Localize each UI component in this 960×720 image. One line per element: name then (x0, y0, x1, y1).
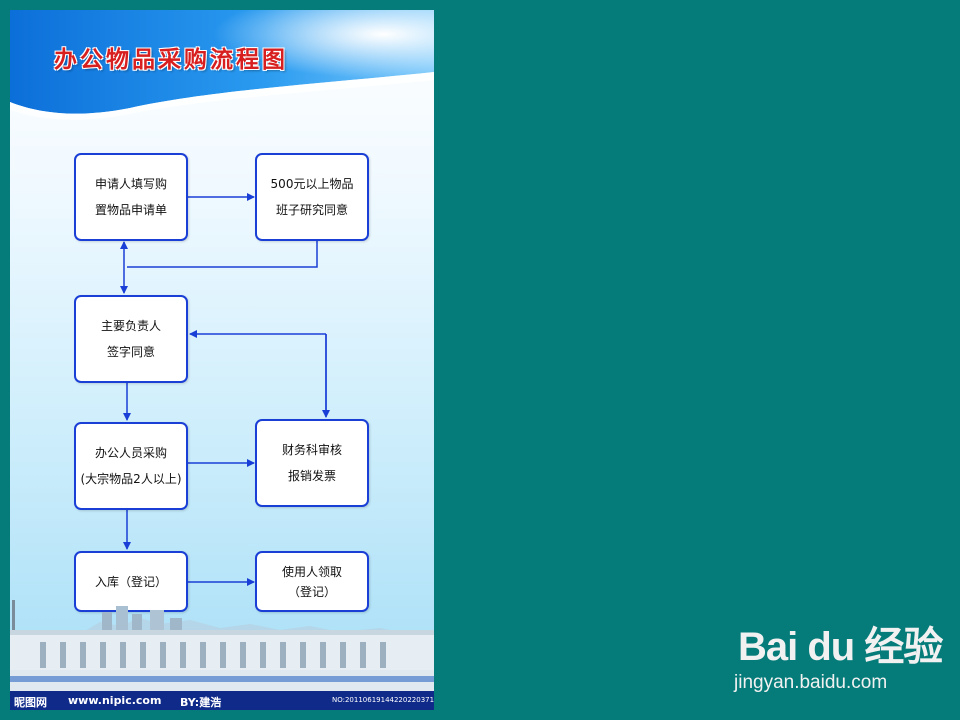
step-apply-form: 申请人填写购 置物品申请单 (74, 153, 188, 241)
step-purchase-line2: (大宗物品2人以上) (80, 472, 182, 486)
step-receive-line2: （登记） (287, 584, 336, 599)
diagram-title: 办公物品采购流程图 (54, 46, 288, 73)
flow-arrows (120, 193, 330, 586)
step-apply-line2: 置物品申请单 (94, 203, 167, 217)
step-leader-sign: 主要负责人 签字同意 (74, 295, 188, 383)
step-finance-review: 财务科审核 报销发票 (255, 419, 369, 507)
step-finance-line2: 报销发票 (287, 469, 336, 483)
image-number: NO:20110619144220220371 (332, 696, 434, 704)
step-receive-line1: 使用人领取 (281, 564, 342, 579)
step-team-line1: 500元以上物品 (270, 177, 354, 191)
step-staff-purchase: 办公人员采购 (大宗物品2人以上) (74, 422, 188, 510)
author-credit: BY:建浩 (180, 696, 222, 709)
step-storage-line1: 入库（登记） (94, 574, 167, 589)
flowchart-poster: 办公物品采购流程图 申请人填写购 置物品申请单 500元以上物品 班子研究同意 (10, 10, 434, 710)
arrow-team-return (127, 241, 318, 268)
site-logo: 昵图网 (14, 696, 47, 709)
city-skyline-image (10, 600, 434, 691)
step-user-receive: 使用人领取 （登记） (255, 551, 369, 612)
site-url: www.nipic.com (68, 694, 162, 707)
watermark-url: jingyan.baidu.com (734, 672, 888, 693)
step-apply-line1: 申请人填写购 (94, 177, 167, 191)
step-finance-line1: 财务科审核 (281, 443, 342, 457)
step-purchase-line1: 办公人员采购 (94, 446, 167, 460)
step-leader-line1: 主要负责人 (100, 319, 161, 333)
baidu-logo: Bai du 经验 (738, 625, 943, 669)
step-team-approval: 500元以上物品 班子研究同意 (255, 153, 369, 241)
poster-footer: 昵图网 www.nipic.com BY:建浩 NO:2011061914422… (10, 691, 434, 710)
baidu-watermark: Bai du 经验 jingyan.baidu.com (734, 614, 943, 693)
step-storage: 入库（登记） (74, 551, 188, 612)
step-leader-line2: 签字同意 (106, 345, 155, 359)
sky-banner (10, 10, 434, 120)
step-team-line2: 班子研究同意 (275, 203, 348, 217)
